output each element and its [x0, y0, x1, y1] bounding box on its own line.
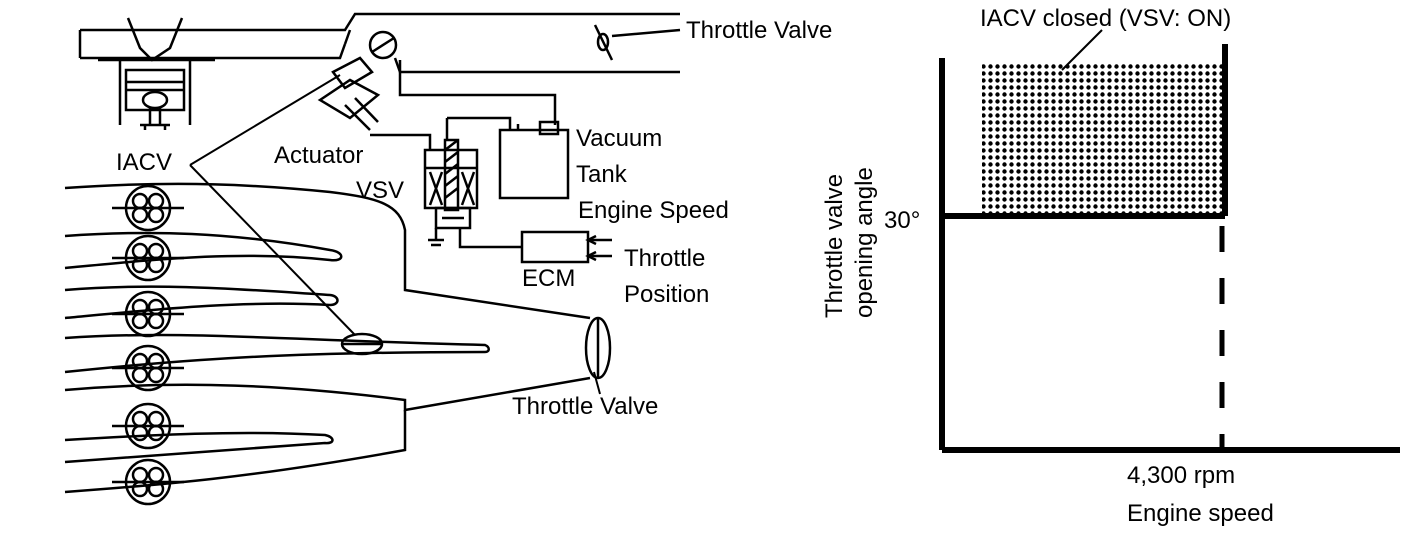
label-vsv: VSV [356, 177, 404, 204]
schematic-labels: Throttle Valve Actuator IACV VSV Vacuum … [116, 17, 832, 420]
label-tank: Tank [576, 161, 628, 188]
label-throttle-valve-bottom: Throttle Valve [512, 393, 658, 420]
label-ecm: ECM [522, 265, 575, 292]
y-axis-label: Throttle valve opening angle [821, 167, 878, 318]
intake-manifold [64, 182, 612, 506]
y-axis-label-line2: opening angle [851, 167, 878, 318]
label-vacuum: Vacuum [576, 125, 662, 152]
label-engine-speed: Engine Speed [578, 197, 729, 224]
zone-label: IACV closed (VSV: ON) [980, 5, 1231, 32]
engine-schematic [64, 12, 681, 506]
leader-lines [189, 74, 601, 395]
operating-region-chart: IACV closed (VSV: ON) 30° 4,300 rpm Engi… [821, 5, 1400, 527]
label-position: Position [624, 281, 709, 308]
x-axis-label: Engine speed [1127, 500, 1274, 527]
y-threshold-label: 30° [884, 207, 920, 234]
x-threshold-label: 4,300 rpm [1127, 462, 1235, 489]
label-throttle-valve-top: Throttle Valve [686, 17, 832, 44]
vsv-body [423, 116, 512, 247]
y-axis-label-line1: Throttle valve [821, 174, 848, 318]
ecm-box [458, 228, 612, 264]
upper-intake-duct [78, 12, 681, 125]
label-throttle: Throttle [624, 245, 705, 272]
label-actuator: Actuator [274, 142, 363, 169]
cylinder-row [112, 184, 184, 506]
iacv-closed-region [982, 62, 1222, 214]
vacuum-tank-body [498, 120, 570, 200]
cylinder-piston [98, 17, 215, 130]
actuator-body [317, 56, 432, 150]
label-iacv: IACV [116, 149, 172, 176]
zone-leader-line [1061, 29, 1103, 71]
